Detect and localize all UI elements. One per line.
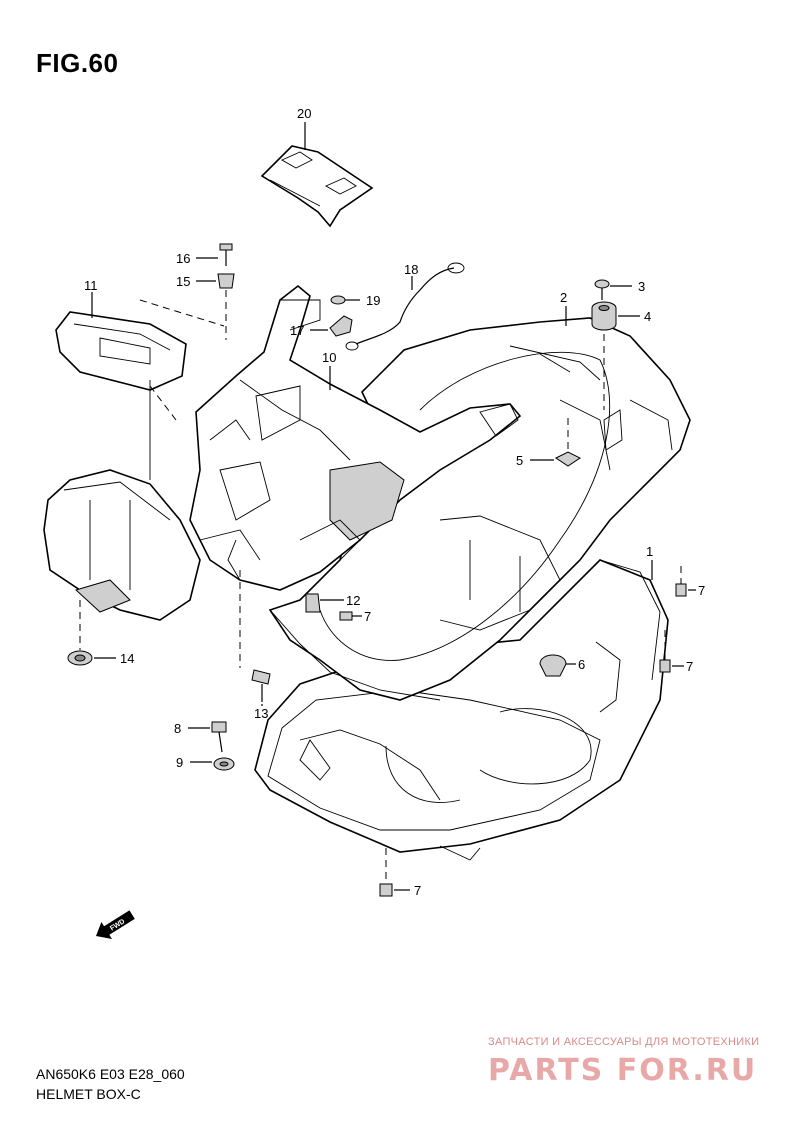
callout-17: 17 [290,323,304,338]
callout-19: 19 [366,293,380,308]
callout-7-bottom: 7 [414,883,421,898]
part-18-cable [345,262,465,351]
part-8-bolt [188,721,227,753]
fwd-arrow-icon: FWD [96,910,135,939]
part-7-screw-bracket [339,611,362,621]
part-10-frame-bracket [189,284,522,591]
callout-1: 1 [646,544,653,559]
callout-4: 4 [644,309,651,324]
watermark-logo-text: PARTS FOR.RU [488,1053,757,1086]
callout-18: 18 [404,262,418,277]
callout-14: 14 [120,651,134,666]
part-17-clamp [310,315,353,337]
part-6-clip [539,654,576,677]
fwd-label: FWD [109,918,126,932]
callout-3: 3 [638,279,645,294]
part-14-grommet [67,600,116,666]
callout-10: 10 [322,350,336,365]
part-12-clip-nut [305,593,344,613]
part-11-battery-case [43,299,225,621]
part-7-screw-right-lower [659,630,684,673]
callout-8: 8 [174,721,181,736]
callout-13: 13 [254,706,268,721]
part-3-screw [594,279,632,300]
callout-7-right-upper: 7 [698,583,705,598]
watermark-logo: PARTS FOR.RU [488,1053,757,1086]
watermark-tagline: ЗАПЧАСТИ И АКСЕССУАРЫ ДЛЯ МОТОТЕХНИКИ [488,1036,760,1048]
part-9-washer [190,757,235,771]
callout-12: 12 [346,593,360,608]
model-code: AN650K6 E03 E28_060 [36,1066,185,1082]
section-name: HELMET BOX-C [36,1086,141,1102]
part-16-bolt [196,243,233,266]
part-19-screw [330,295,360,305]
part-7-screw-right-upper [675,566,696,597]
figure-title: FIG.60 [36,48,119,78]
callout-5: 5 [516,453,523,468]
part-15-clip-nut [196,273,235,340]
callout-7-bracket: 7 [364,609,371,624]
callout-11: 11 [84,278,98,293]
callout-20: 20 [297,106,311,121]
part-20-cover-plate [260,122,374,228]
callout-6: 6 [578,657,585,672]
part-7-screw-bottom [379,848,410,897]
callout-2: 2 [560,290,567,305]
callout-9: 9 [176,755,183,770]
part-13-bolt [239,570,271,702]
callout-7-right-lower: 7 [686,659,693,674]
callout-16: 16 [176,251,190,266]
part-4-cushion [591,301,640,410]
part-5-nut [530,418,581,467]
callout-15: 15 [176,274,190,289]
